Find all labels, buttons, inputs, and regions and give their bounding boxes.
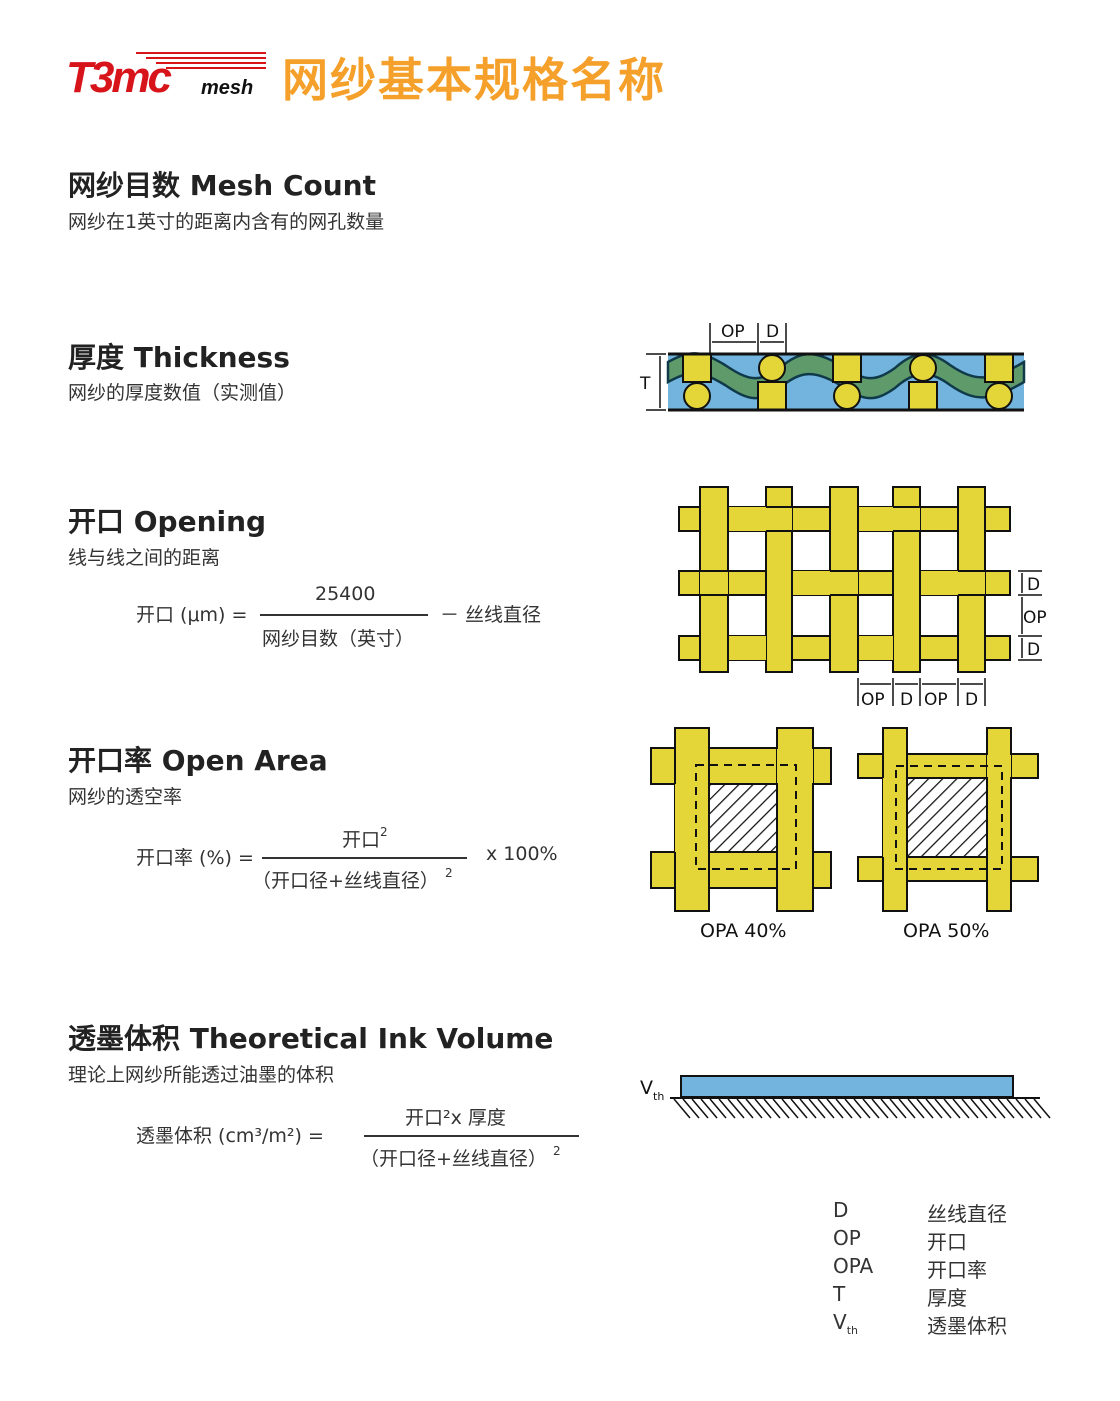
- d-label: D: [1027, 640, 1040, 660]
- ground-hatch: [907, 1098, 925, 1119]
- ground-hatch: [862, 1098, 880, 1119]
- legend-abbr: OP: [833, 1226, 861, 1250]
- ground-hatch: [673, 1098, 691, 1119]
- ground-hatch: [925, 1098, 943, 1119]
- open-area-diagrams: OPA 40% OPA 50%: [645, 722, 1045, 956]
- legend-meaning: 厚度: [927, 1286, 967, 1310]
- thickness-diagram: OP D T: [630, 310, 1040, 434]
- op-label: OP: [924, 690, 948, 710]
- ink-volume-diagram: Vth: [636, 1070, 1056, 1134]
- svg-text:mesh: mesh: [201, 77, 253, 99]
- ground-hatch: [727, 1098, 745, 1119]
- mesh-count-heading: 网纱目数 Mesh Count: [68, 169, 376, 202]
- opening-heading: 开口 Opening: [68, 505, 267, 538]
- ground-hatch: [691, 1098, 709, 1119]
- ground-hatch: [754, 1098, 772, 1119]
- opening-formula-tail: － 丝线直径: [440, 604, 542, 626]
- ground-hatch: [889, 1098, 907, 1119]
- ink-volume-desc: 理论上网纱所能透过油墨的体积: [68, 1064, 335, 1086]
- ground-hatch: [700, 1098, 718, 1119]
- ground-hatch: [898, 1098, 916, 1119]
- ink-volume-heading: 透墨体积 Theoretical Ink Volume: [68, 1022, 554, 1055]
- op-label: OP: [861, 690, 885, 710]
- d-label: D: [766, 322, 779, 342]
- ground-hatch: [1015, 1098, 1033, 1119]
- legend-meaning: 开口: [927, 1230, 967, 1254]
- ground-hatch: [934, 1098, 952, 1119]
- vth-label: Vth: [640, 1077, 664, 1103]
- ground-hatch: [808, 1098, 826, 1119]
- open-area-desc: 网纱的透空率: [68, 786, 183, 808]
- fraction-bar: [260, 614, 428, 616]
- ground-hatch: [988, 1098, 1006, 1119]
- ink-formula-lhs: 透墨体积 (cm³/m²) =: [136, 1125, 324, 1147]
- legend-abbr: T: [833, 1282, 846, 1306]
- legend-abbr: OPA: [833, 1254, 874, 1278]
- d-label: D: [1027, 575, 1040, 595]
- legend-meaning: 开口率: [927, 1258, 987, 1282]
- opa-40-label: OPA 40%: [700, 920, 786, 942]
- ground-hatch: [718, 1098, 736, 1119]
- brand-logo: T3mc mesh: [66, 50, 271, 102]
- ground-hatch: [871, 1098, 889, 1119]
- legend-meaning: 丝线直径: [927, 1202, 1007, 1226]
- ground-hatch: [1006, 1098, 1024, 1119]
- open-area-heading: 开口率 Open Area: [68, 744, 328, 777]
- mesh-count-desc: 网纱在1英寸的距离内含有的网孔数量: [68, 211, 385, 233]
- opening-numerator: 25400: [315, 583, 376, 605]
- ground-hatch: [736, 1098, 754, 1119]
- ground-hatch: [763, 1098, 781, 1119]
- ground-hatch: [961, 1098, 979, 1119]
- t-label: T: [639, 374, 651, 394]
- d-label: D: [965, 690, 978, 710]
- d-label: D: [900, 690, 913, 710]
- thickness-desc: 网纱的厚度数值（实测值）: [68, 382, 297, 404]
- op-label: OP: [721, 322, 745, 342]
- open-area-denominator: （开口径+丝线直径） 2: [252, 866, 453, 892]
- ground-hatch: [952, 1098, 970, 1119]
- ground-hatch: [943, 1098, 961, 1119]
- open-area-formula-lhs: 开口率 (%) =: [136, 847, 254, 869]
- thickness-heading: 厚度 Thickness: [68, 341, 290, 374]
- legend-meaning: 透墨体积: [927, 1314, 1007, 1338]
- ground-hatch: [1033, 1098, 1051, 1119]
- opening-formula-lhs: 开口 (μm) =: [136, 604, 248, 626]
- ink-denominator: （开口径+丝线直径） 2: [360, 1144, 561, 1170]
- op-label: OP: [1023, 608, 1047, 628]
- opening-diagram: D OP D OP D OP D: [670, 480, 1070, 714]
- page-title: 网纱基本规格名称: [282, 53, 666, 107]
- ground-hatch: [781, 1098, 799, 1119]
- ground-hatch: [997, 1098, 1015, 1119]
- fraction-bar: [262, 857, 467, 859]
- ground-hatch: [979, 1098, 997, 1119]
- opening-desc: 线与线之间的距离: [68, 547, 221, 569]
- ground-hatch: [916, 1098, 934, 1119]
- ground-hatch: [826, 1098, 844, 1119]
- legend-abbr: Vth: [833, 1310, 858, 1337]
- ground-hatch: [844, 1098, 862, 1119]
- open-area-numerator: 开口2: [342, 825, 388, 851]
- ground-hatch: [880, 1098, 898, 1119]
- ground-hatch: [709, 1098, 727, 1119]
- ground-hatch: [682, 1098, 700, 1119]
- opa-50-label: OPA 50%: [903, 920, 989, 942]
- ground-hatch: [799, 1098, 817, 1119]
- svg-text:T3mc: T3mc: [66, 53, 171, 100]
- ink-numerator: 开口²x 厚度: [405, 1107, 506, 1129]
- ground-hatch: [745, 1098, 763, 1119]
- ground-hatch: [853, 1098, 871, 1119]
- ground-hatch: [772, 1098, 790, 1119]
- ground-hatch: [1024, 1098, 1042, 1119]
- legend-abbr: D: [833, 1198, 849, 1222]
- open-area-formula-tail: x 100%: [486, 843, 558, 865]
- opening-denominator: 网纱目数（英寸）: [262, 628, 415, 650]
- fraction-bar: [364, 1135, 579, 1137]
- ground-hatch: [817, 1098, 835, 1119]
- ground-hatch: [790, 1098, 808, 1119]
- ground-hatch: [835, 1098, 853, 1119]
- ground-hatch: [970, 1098, 988, 1119]
